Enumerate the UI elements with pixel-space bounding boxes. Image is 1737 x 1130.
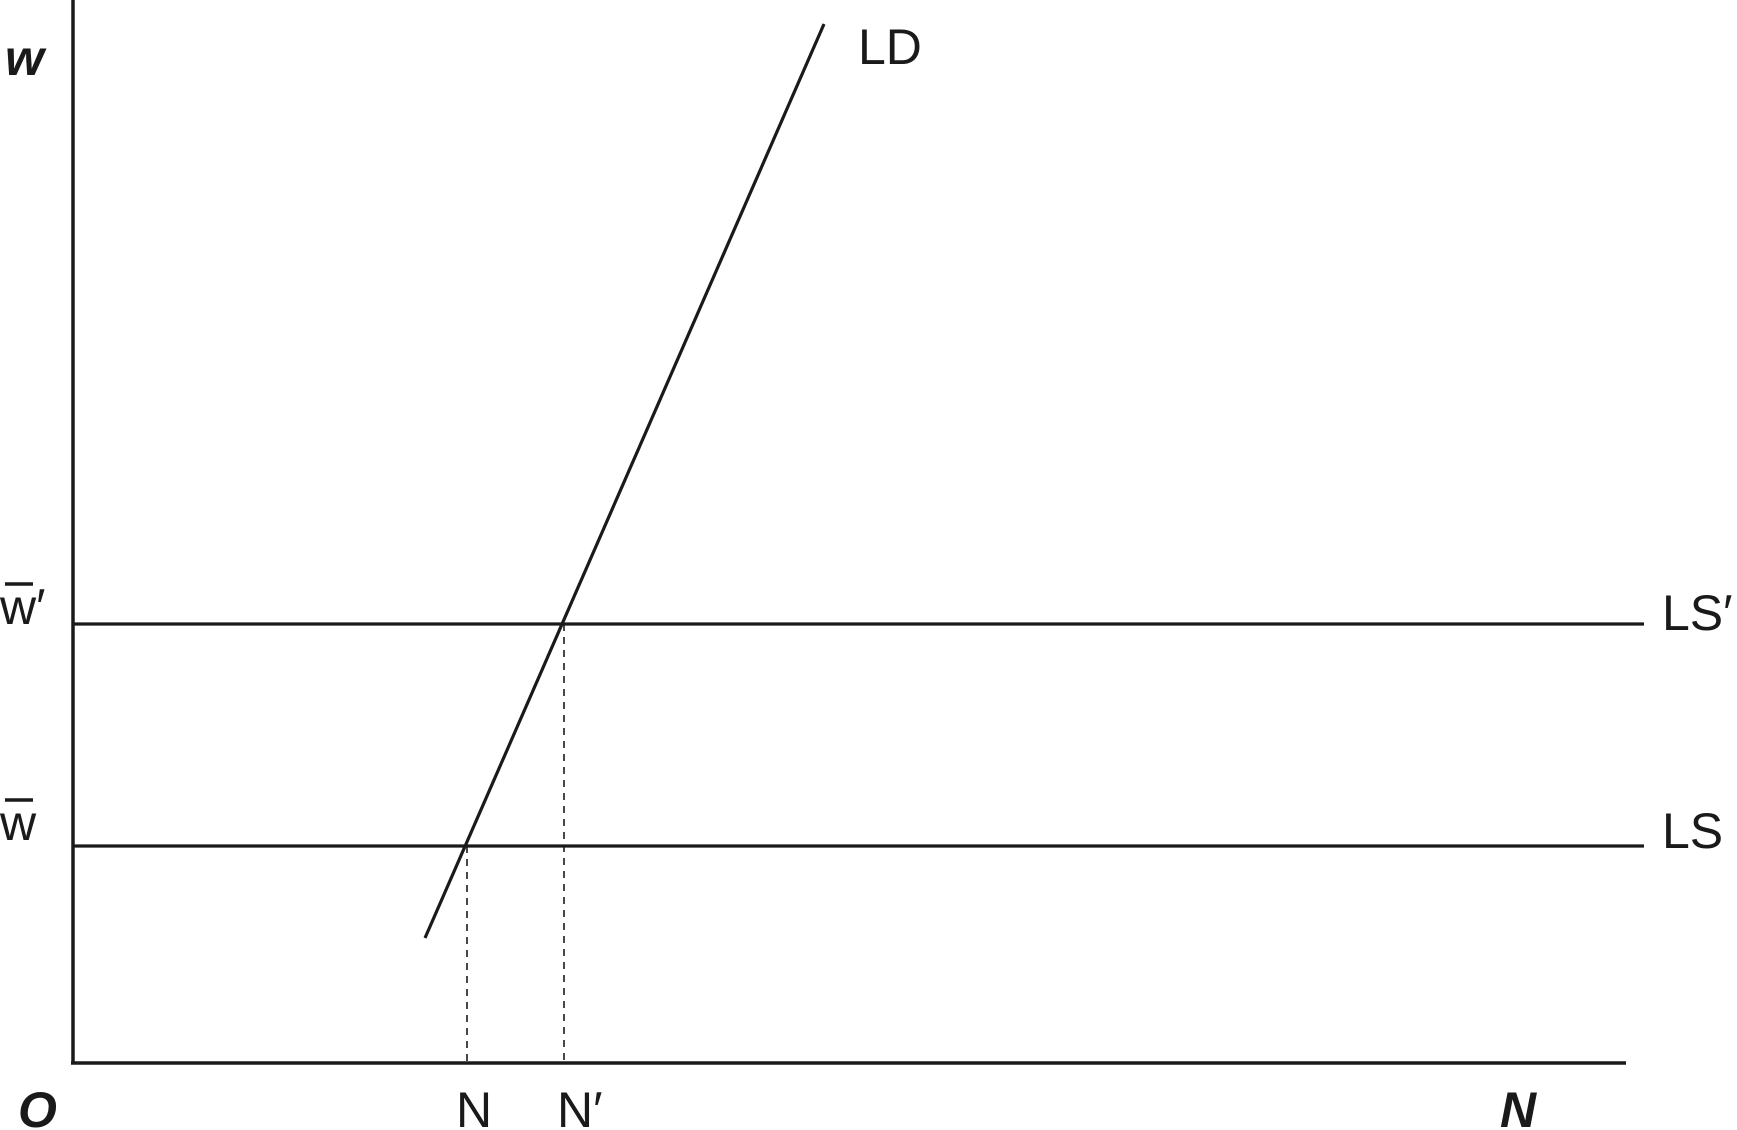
employment-label-n-prime: N′ (557, 1082, 602, 1130)
labor-supply-label: LS (1662, 803, 1723, 859)
x-axis-label: N (1500, 1082, 1537, 1130)
y-axis-label: w (5, 30, 47, 86)
wage-label-w-bar-prime-text: w′ (0, 579, 45, 635)
wage-label-w-bar-prime: w′ (0, 579, 45, 635)
employment-label-n: N (456, 1082, 492, 1130)
labor-demand-label: LD (858, 19, 922, 75)
wage-label-w-bar-text: w (0, 795, 37, 851)
labor-supply-new-label: LS′ (1662, 585, 1733, 641)
origin-label: O (18, 1082, 57, 1130)
wage-label-w-bar: w (0, 795, 37, 851)
labor-demand-curve (423, 23, 826, 939)
